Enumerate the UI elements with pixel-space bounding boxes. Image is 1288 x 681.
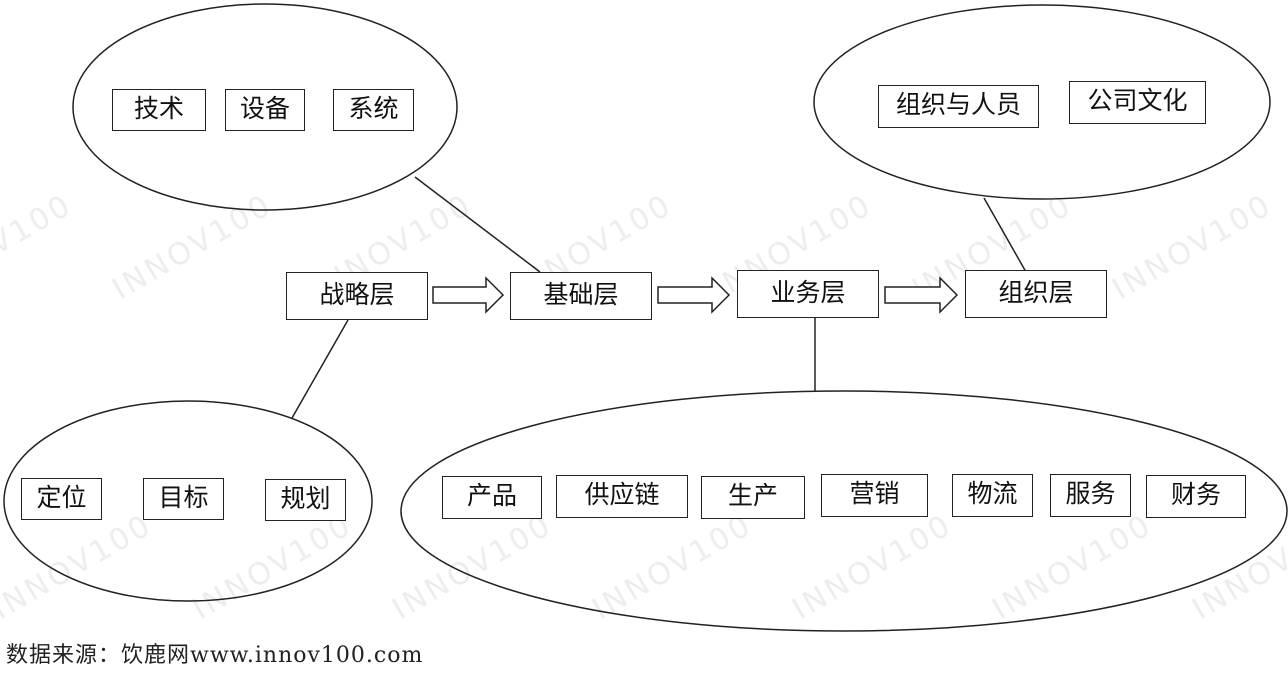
- watermark-text: INNOV100: [187, 507, 359, 627]
- foundation-layer-box: 基础层: [510, 272, 652, 320]
- business-item-box: 供应链: [556, 475, 688, 518]
- watermark-text: INNOV100: [0, 187, 79, 307]
- business-group-ellipse: [400, 390, 1288, 632]
- foundation-item-box: 系统: [333, 89, 414, 131]
- strategy-item-box: 目标: [143, 478, 224, 520]
- watermark-text: INNOV100: [0, 507, 159, 627]
- strategy-item-box: 定位: [21, 478, 102, 520]
- source-note: 数据来源：饮鹿网www.innov100.com: [6, 643, 424, 668]
- watermark-text: INNOV100: [787, 507, 959, 627]
- watermark-text: INNOV100: [587, 507, 759, 627]
- watermark-text: INNOV100: [1107, 187, 1279, 307]
- watermark: INNOV100 INNOV100 INNOV100 INNOV100 INNO…: [0, 187, 1288, 627]
- foundation-item-box: 技术: [112, 89, 206, 131]
- business-item-box: 物流: [952, 474, 1033, 517]
- business-item-box: 财务: [1146, 475, 1246, 518]
- arrow-right-icon: [432, 276, 505, 314]
- foundation-group-ellipse: [72, 3, 458, 211]
- business-item-box: 产品: [442, 476, 542, 519]
- organization-item-box: 公司文化: [1069, 81, 1206, 124]
- connector-strategy: [291, 319, 349, 419]
- connector-organization: [983, 197, 1027, 273]
- organization-layer-box: 组织层: [965, 270, 1107, 318]
- foundation-item-box: 设备: [225, 89, 305, 131]
- business-layer-box: 业务层: [737, 270, 879, 318]
- strategy-group-ellipse: [3, 400, 373, 602]
- watermark-text: INNOV100: [107, 187, 279, 307]
- business-item-box: 生产: [701, 476, 805, 519]
- strategy-layer-box: 战略层: [286, 272, 428, 320]
- arrow-right-icon: [657, 276, 731, 314]
- organization-group-ellipse: [813, 4, 1271, 200]
- watermark-text: INNOV100: [387, 507, 559, 627]
- business-item-box: 营销: [821, 474, 928, 517]
- strategy-item-box: 规划: [265, 479, 346, 521]
- arrow-right-icon: [884, 276, 959, 314]
- watermark-text: INNOV100: [987, 507, 1159, 627]
- connector-foundation: [414, 176, 541, 273]
- organization-item-box: 组织与人员: [878, 85, 1039, 128]
- business-item-box: 服务: [1050, 474, 1131, 517]
